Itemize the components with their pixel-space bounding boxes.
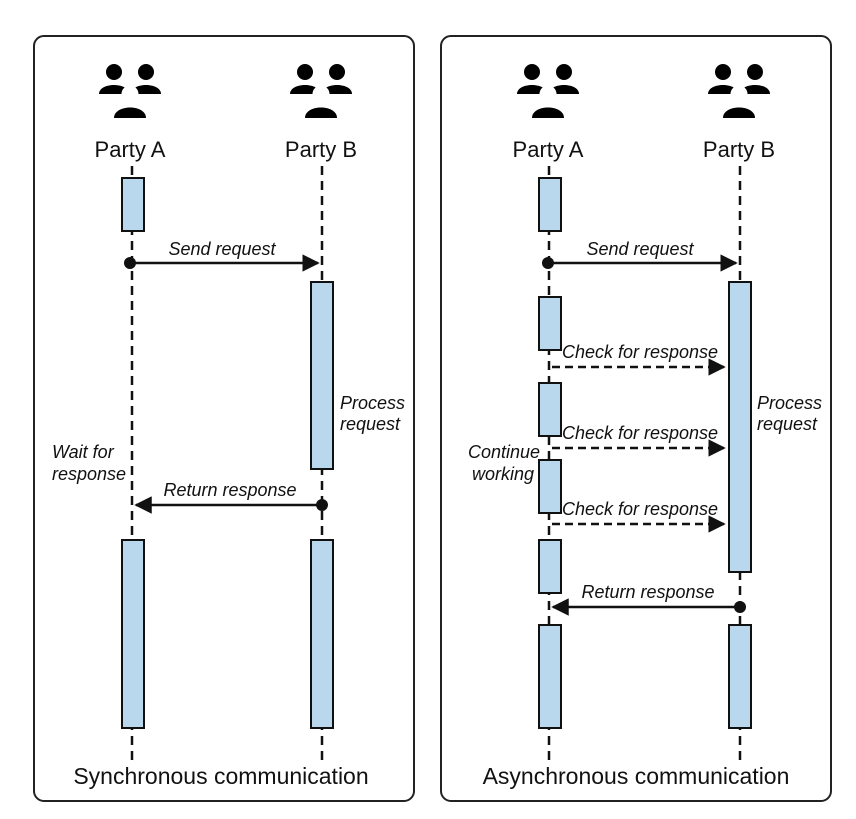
async-check-label-2: Check for response [562, 423, 718, 443]
async-continue-label-2: working [472, 464, 534, 484]
sync-panel: Party A Party B Send request Process req… [33, 35, 415, 802]
sync-a-activation-1 [121, 177, 145, 232]
sync-party-b-label: Party B [285, 137, 357, 162]
async-process-label-2: request [757, 414, 818, 434]
sync-send-request-label: Send request [168, 239, 276, 259]
async-party-a-label: Party A [513, 137, 584, 162]
async-send-request-label: Send request [586, 239, 694, 259]
async-a-activation-4 [538, 459, 562, 514]
async-check-label-1: Check for response [562, 342, 718, 362]
async-return-response-label: Return response [581, 582, 714, 602]
sync-process-label-2: request [340, 414, 401, 434]
async-continue-label-1: Continue [468, 442, 540, 462]
sync-process-label-1: Process [340, 393, 405, 413]
async-party-b-label: Party B [703, 137, 775, 162]
async-check-label-3: Check for response [562, 499, 718, 519]
async-b-activation-2 [728, 624, 752, 729]
async-a-activation-1 [538, 177, 562, 232]
sync-party-a-label: Party A [95, 137, 166, 162]
async-panel: Party A Party B Send request Check for r… [440, 35, 832, 802]
sync-wait-label-1: Wait for [52, 442, 115, 462]
sync-wait-label-2: response [52, 464, 126, 484]
sync-a-activation-2 [121, 539, 145, 729]
sync-return-response-label: Return response [163, 480, 296, 500]
async-a-activation-2 [538, 296, 562, 351]
async-process-label-1: Process [757, 393, 822, 413]
async-a-activation-3 [538, 382, 562, 437]
async-a-activation-5 [538, 539, 562, 594]
async-caption: Asynchronous communication [483, 763, 790, 789]
sync-caption: Synchronous communication [73, 763, 368, 789]
async-b-activation-1 [728, 281, 752, 573]
sync-b-activation-2 [310, 539, 334, 729]
async-a-activation-6 [538, 624, 562, 729]
sync-b-activation-1 [310, 281, 334, 470]
